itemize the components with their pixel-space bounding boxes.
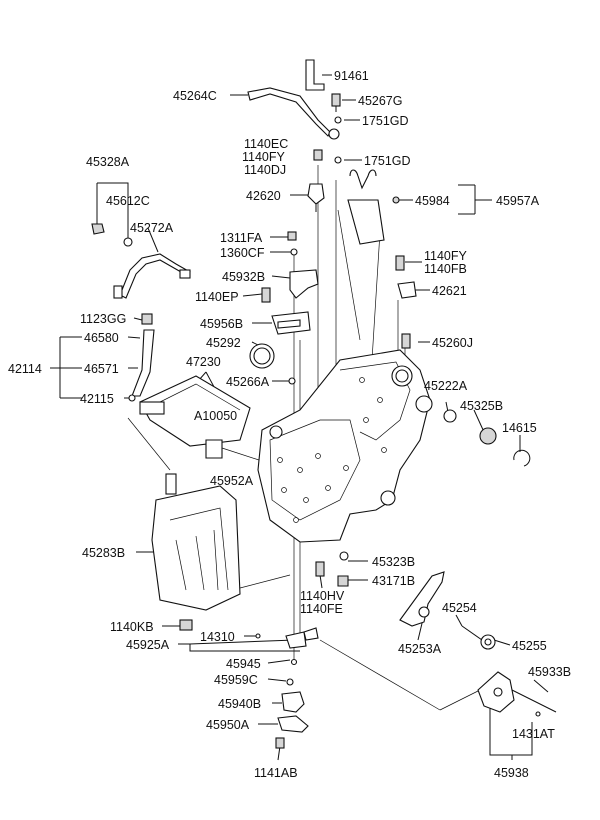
label-45925A: 45925A — [126, 638, 170, 652]
label-45254: 45254 — [442, 601, 477, 615]
label-45933B: 45933B — [528, 665, 571, 679]
label-1751GD-b: 1751GD — [364, 154, 411, 168]
label-1140FB: 1140FB — [424, 262, 467, 276]
label-1140FY-b: 1140FY — [424, 249, 468, 263]
leader-lines — [50, 74, 549, 761]
label-1140DJ: 1140DJ — [244, 163, 286, 177]
label-91461: 91461 — [334, 69, 369, 83]
label-A10050: A10050 — [194, 409, 237, 423]
label-45267G: 45267G — [358, 94, 402, 108]
label-45956B: 45956B — [200, 317, 243, 331]
label-14310: 14310 — [200, 630, 235, 644]
label-47230: 47230 — [186, 355, 221, 369]
label-46580: 46580 — [84, 331, 119, 345]
label-45932B: 45932B — [222, 270, 265, 284]
label-1141AB: 1141AB — [254, 766, 298, 780]
label-45959C: 45959C — [214, 673, 258, 687]
label-1140HV: 1140HV — [300, 589, 345, 603]
label-14615: 14615 — [502, 421, 537, 435]
label-45283B: 45283B — [82, 546, 125, 560]
label-1360CF: 1360CF — [220, 246, 265, 260]
label-1140EC: 1140EC — [244, 137, 288, 151]
label-45940B: 45940B — [218, 697, 261, 711]
label-45612C: 45612C — [106, 194, 150, 208]
label-45950A: 45950A — [206, 718, 250, 732]
label-45325B: 45325B — [460, 399, 503, 413]
label-45260J: 45260J — [432, 336, 473, 350]
label-45957A: 45957A — [496, 194, 540, 208]
label-1123GG: 1123GG — [80, 312, 126, 326]
label-45272A: 45272A — [130, 221, 174, 235]
label-1311FA: 1311FA — [220, 231, 263, 245]
label-45264C: 45264C — [173, 89, 217, 103]
label-46571: 46571 — [84, 362, 119, 376]
label-45253A: 45253A — [398, 642, 442, 656]
case-bolts — [277, 377, 387, 523]
label-1140EP: 1140EP — [195, 290, 239, 304]
label-45292: 45292 — [206, 336, 241, 350]
label-45328A: 45328A — [86, 155, 130, 169]
label-45222A: 45222A — [424, 379, 468, 393]
label-45945: 45945 — [226, 657, 261, 671]
label-45323B: 45323B — [372, 555, 415, 569]
parts — [91, 59, 557, 749]
label-45984: 45984 — [415, 194, 450, 208]
label-45255: 45255 — [512, 639, 547, 653]
label-1140KB: 1140KB — [110, 620, 154, 634]
label-42621: 42621 — [432, 284, 467, 298]
label-1751GD-a: 1751GD — [362, 114, 409, 128]
label-1140FE: 1140FE — [300, 602, 343, 616]
label-42620: 42620 — [246, 189, 281, 203]
label-42115: 42115 — [80, 392, 114, 406]
label-1431AT: 1431AT — [512, 727, 555, 741]
label-45266A: 45266A — [226, 375, 270, 389]
label-45952A: 45952A — [210, 474, 254, 488]
label-42114: 42114 — [8, 362, 42, 376]
part-labels: 91461 45264C 45267G 1751GD 1140EC 1140FY… — [8, 69, 571, 780]
label-45938: 45938 — [494, 766, 529, 780]
label-1140FY-a: 1140FY — [242, 150, 286, 164]
label-43171B: 43171B — [372, 574, 415, 588]
